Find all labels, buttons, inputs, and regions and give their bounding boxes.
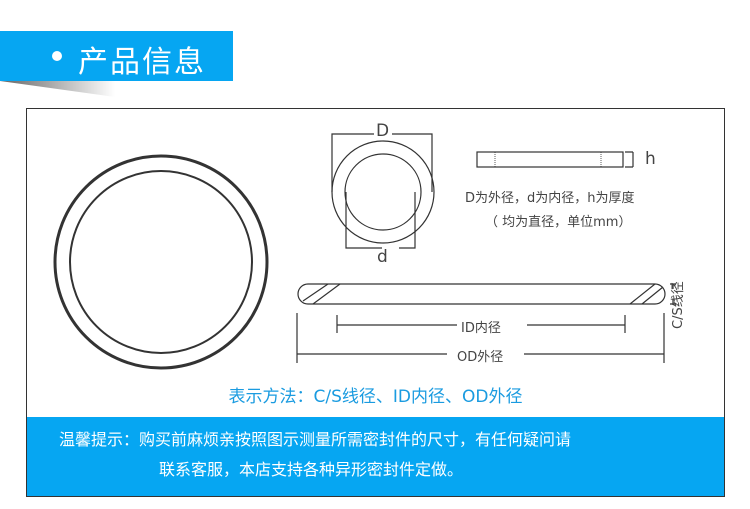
section-title: 产品信息 xyxy=(78,45,206,80)
outer-diameter-label: D xyxy=(376,121,390,141)
section-banner: 产品信息 xyxy=(0,31,233,81)
od-label: OD外径 xyxy=(457,350,504,365)
tip-line1: 温馨提示：购买前麻烦亲按照图示测量所需密封件的尺寸，有任何疑问请 xyxy=(59,430,572,449)
product-info-frame: D d h D为外径，d为内径，h为厚度 （ 均为直径，单位mm） C/S线径 … xyxy=(26,108,725,497)
banner-shadow xyxy=(0,81,115,97)
tip-line2: 联系客服，本店支持各种异形密封件定做。 xyxy=(159,460,464,479)
notation-caption: 表示方法：C/S线径、ID内径、OD外径 xyxy=(228,387,523,407)
inner-diameter-label: d xyxy=(377,247,388,267)
tip-footer: 温馨提示：购买前麻烦亲按照图示测量所需密封件的尺寸，有任何疑问请 联系客服，本店… xyxy=(27,417,724,496)
legend-line1: D为外径，d为内径，h为厚度 xyxy=(465,191,635,206)
oring-diagram xyxy=(53,133,676,370)
id-label: ID内径 xyxy=(461,321,501,336)
bullet-icon xyxy=(52,51,62,61)
legend-line2: （ 均为直径，单位mm） xyxy=(485,215,632,230)
cs-label: C/S线径 xyxy=(671,281,686,329)
thickness-label: h xyxy=(645,149,656,169)
